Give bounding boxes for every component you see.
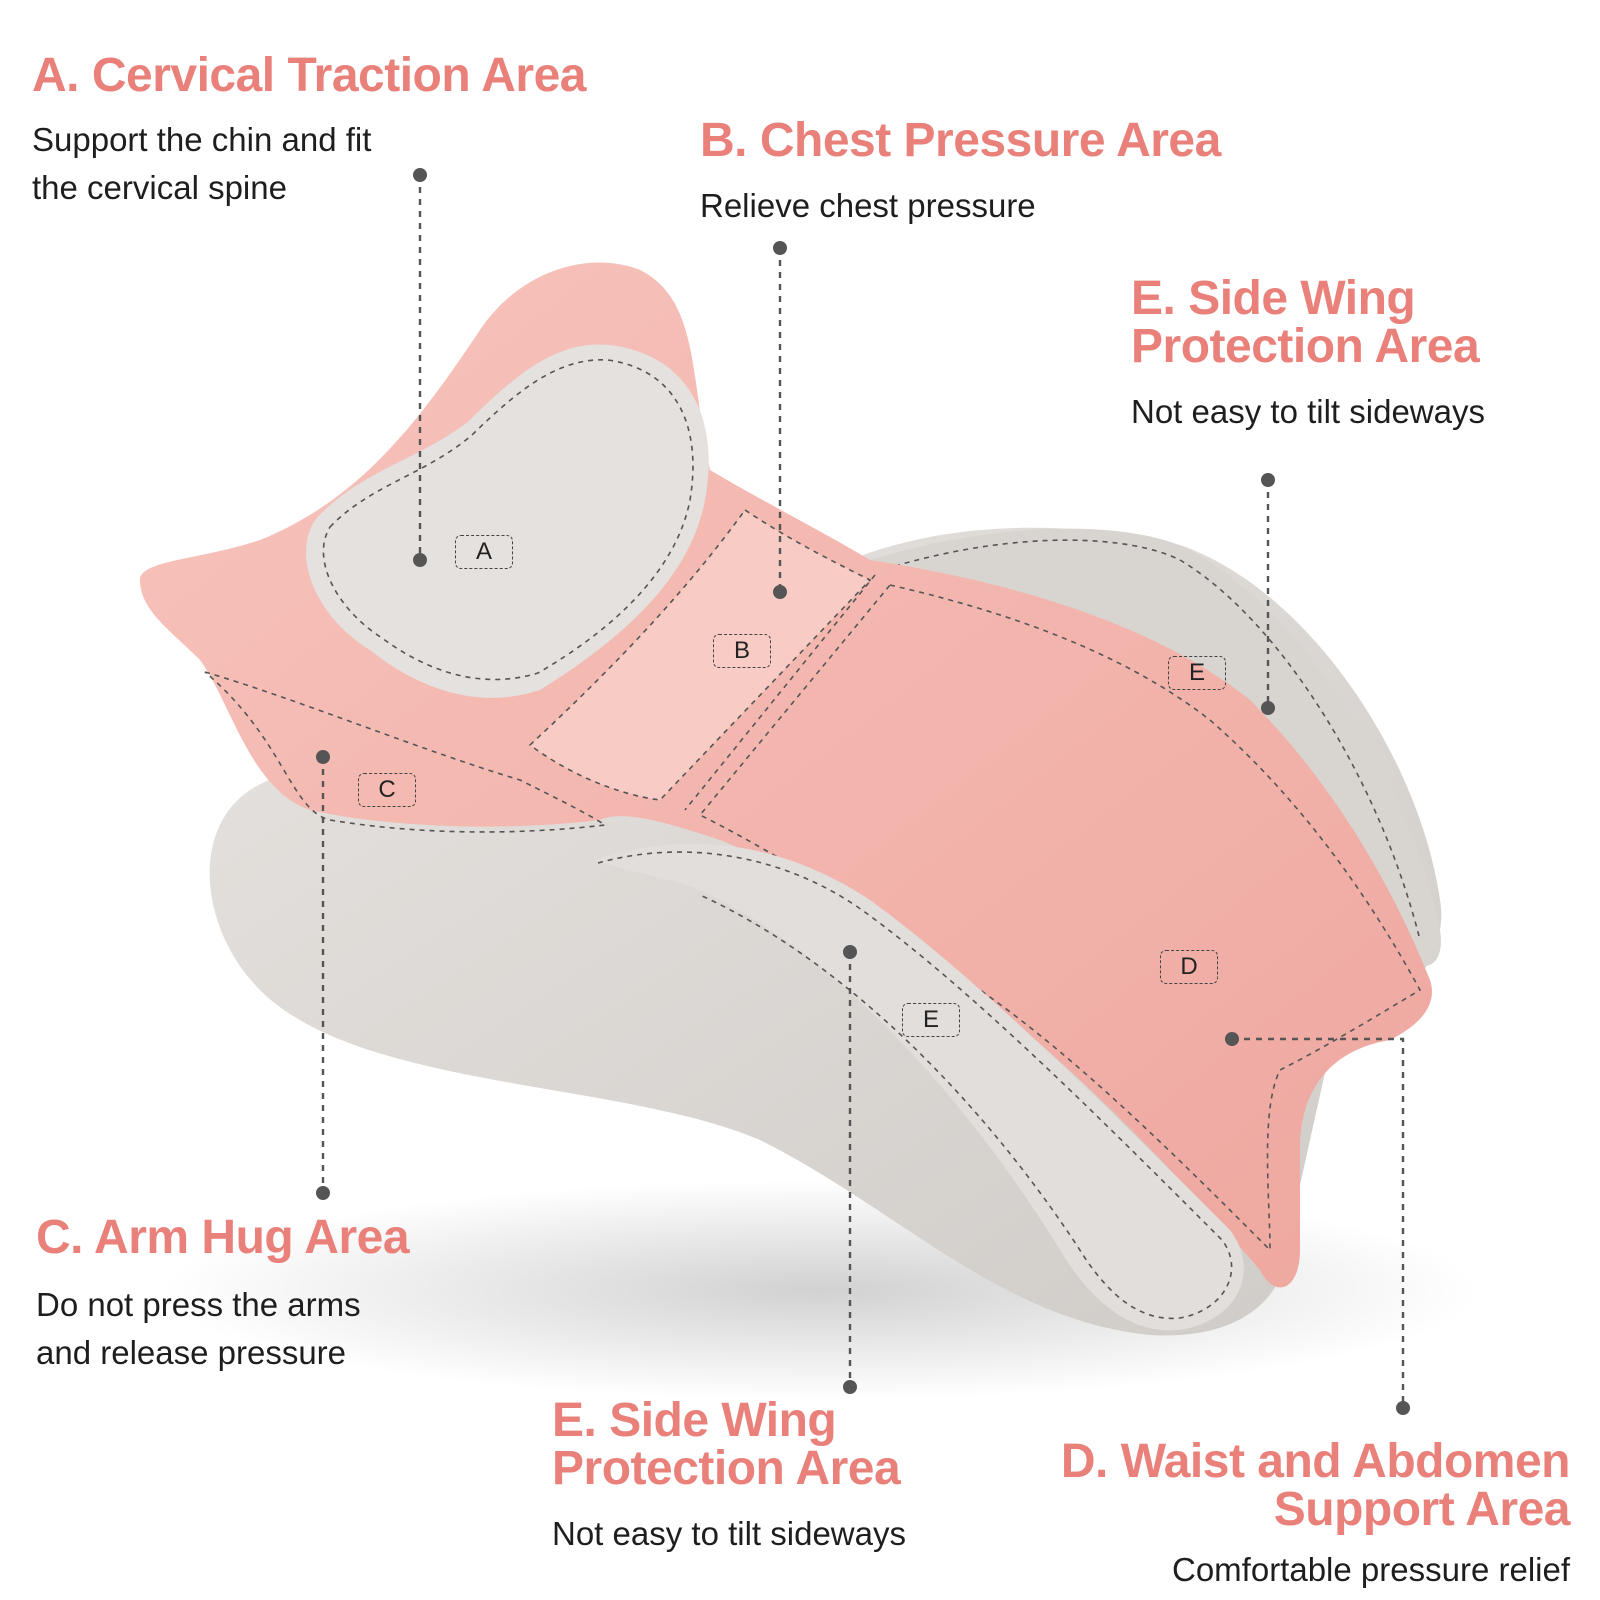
right-wing (870, 528, 1441, 966)
area-b-title: B. Chest Pressure Area (700, 114, 1221, 167)
area-a-title: A. Cervical Traction Area (32, 49, 586, 102)
area-e-bottom-title: E. Side Wing Protection Area (552, 1394, 901, 1495)
area-b-desc: Relieve chest pressure (700, 187, 1036, 224)
area-c-title: C. Arm Hug Area (36, 1211, 410, 1264)
tag-e-top: E (1168, 656, 1226, 690)
area-c-desc: Do not press the arms and release pressu… (36, 1286, 361, 1371)
area-e-bottom-desc: Not easy to tilt sideways (552, 1515, 906, 1552)
area-d-desc: Comfortable pressure relief (1172, 1551, 1570, 1588)
arm-hug-section (204, 671, 608, 833)
area-a-desc: Support the chin and fit the cervical sp… (32, 121, 372, 206)
area-d-title: D. Waist and Abdomen Support Area (1060, 1435, 1571, 1536)
leader-lines (321, 175, 1405, 1408)
neck-cushion (306, 344, 709, 698)
tag-d: D (1160, 950, 1218, 984)
waist-band (698, 584, 1422, 1252)
chest-section (528, 508, 872, 801)
tag-a: A (455, 535, 513, 569)
tag-b: B (713, 634, 771, 668)
tag-c: C (358, 773, 416, 807)
leader-dots (316, 168, 1410, 1415)
area-e-top-desc: Not easy to tilt sideways (1131, 393, 1485, 430)
front-wing (595, 843, 1244, 1331)
tag-e-bottom: E (902, 1003, 960, 1037)
area-e-top-title: E. Side Wing Protection Area (1131, 272, 1480, 373)
